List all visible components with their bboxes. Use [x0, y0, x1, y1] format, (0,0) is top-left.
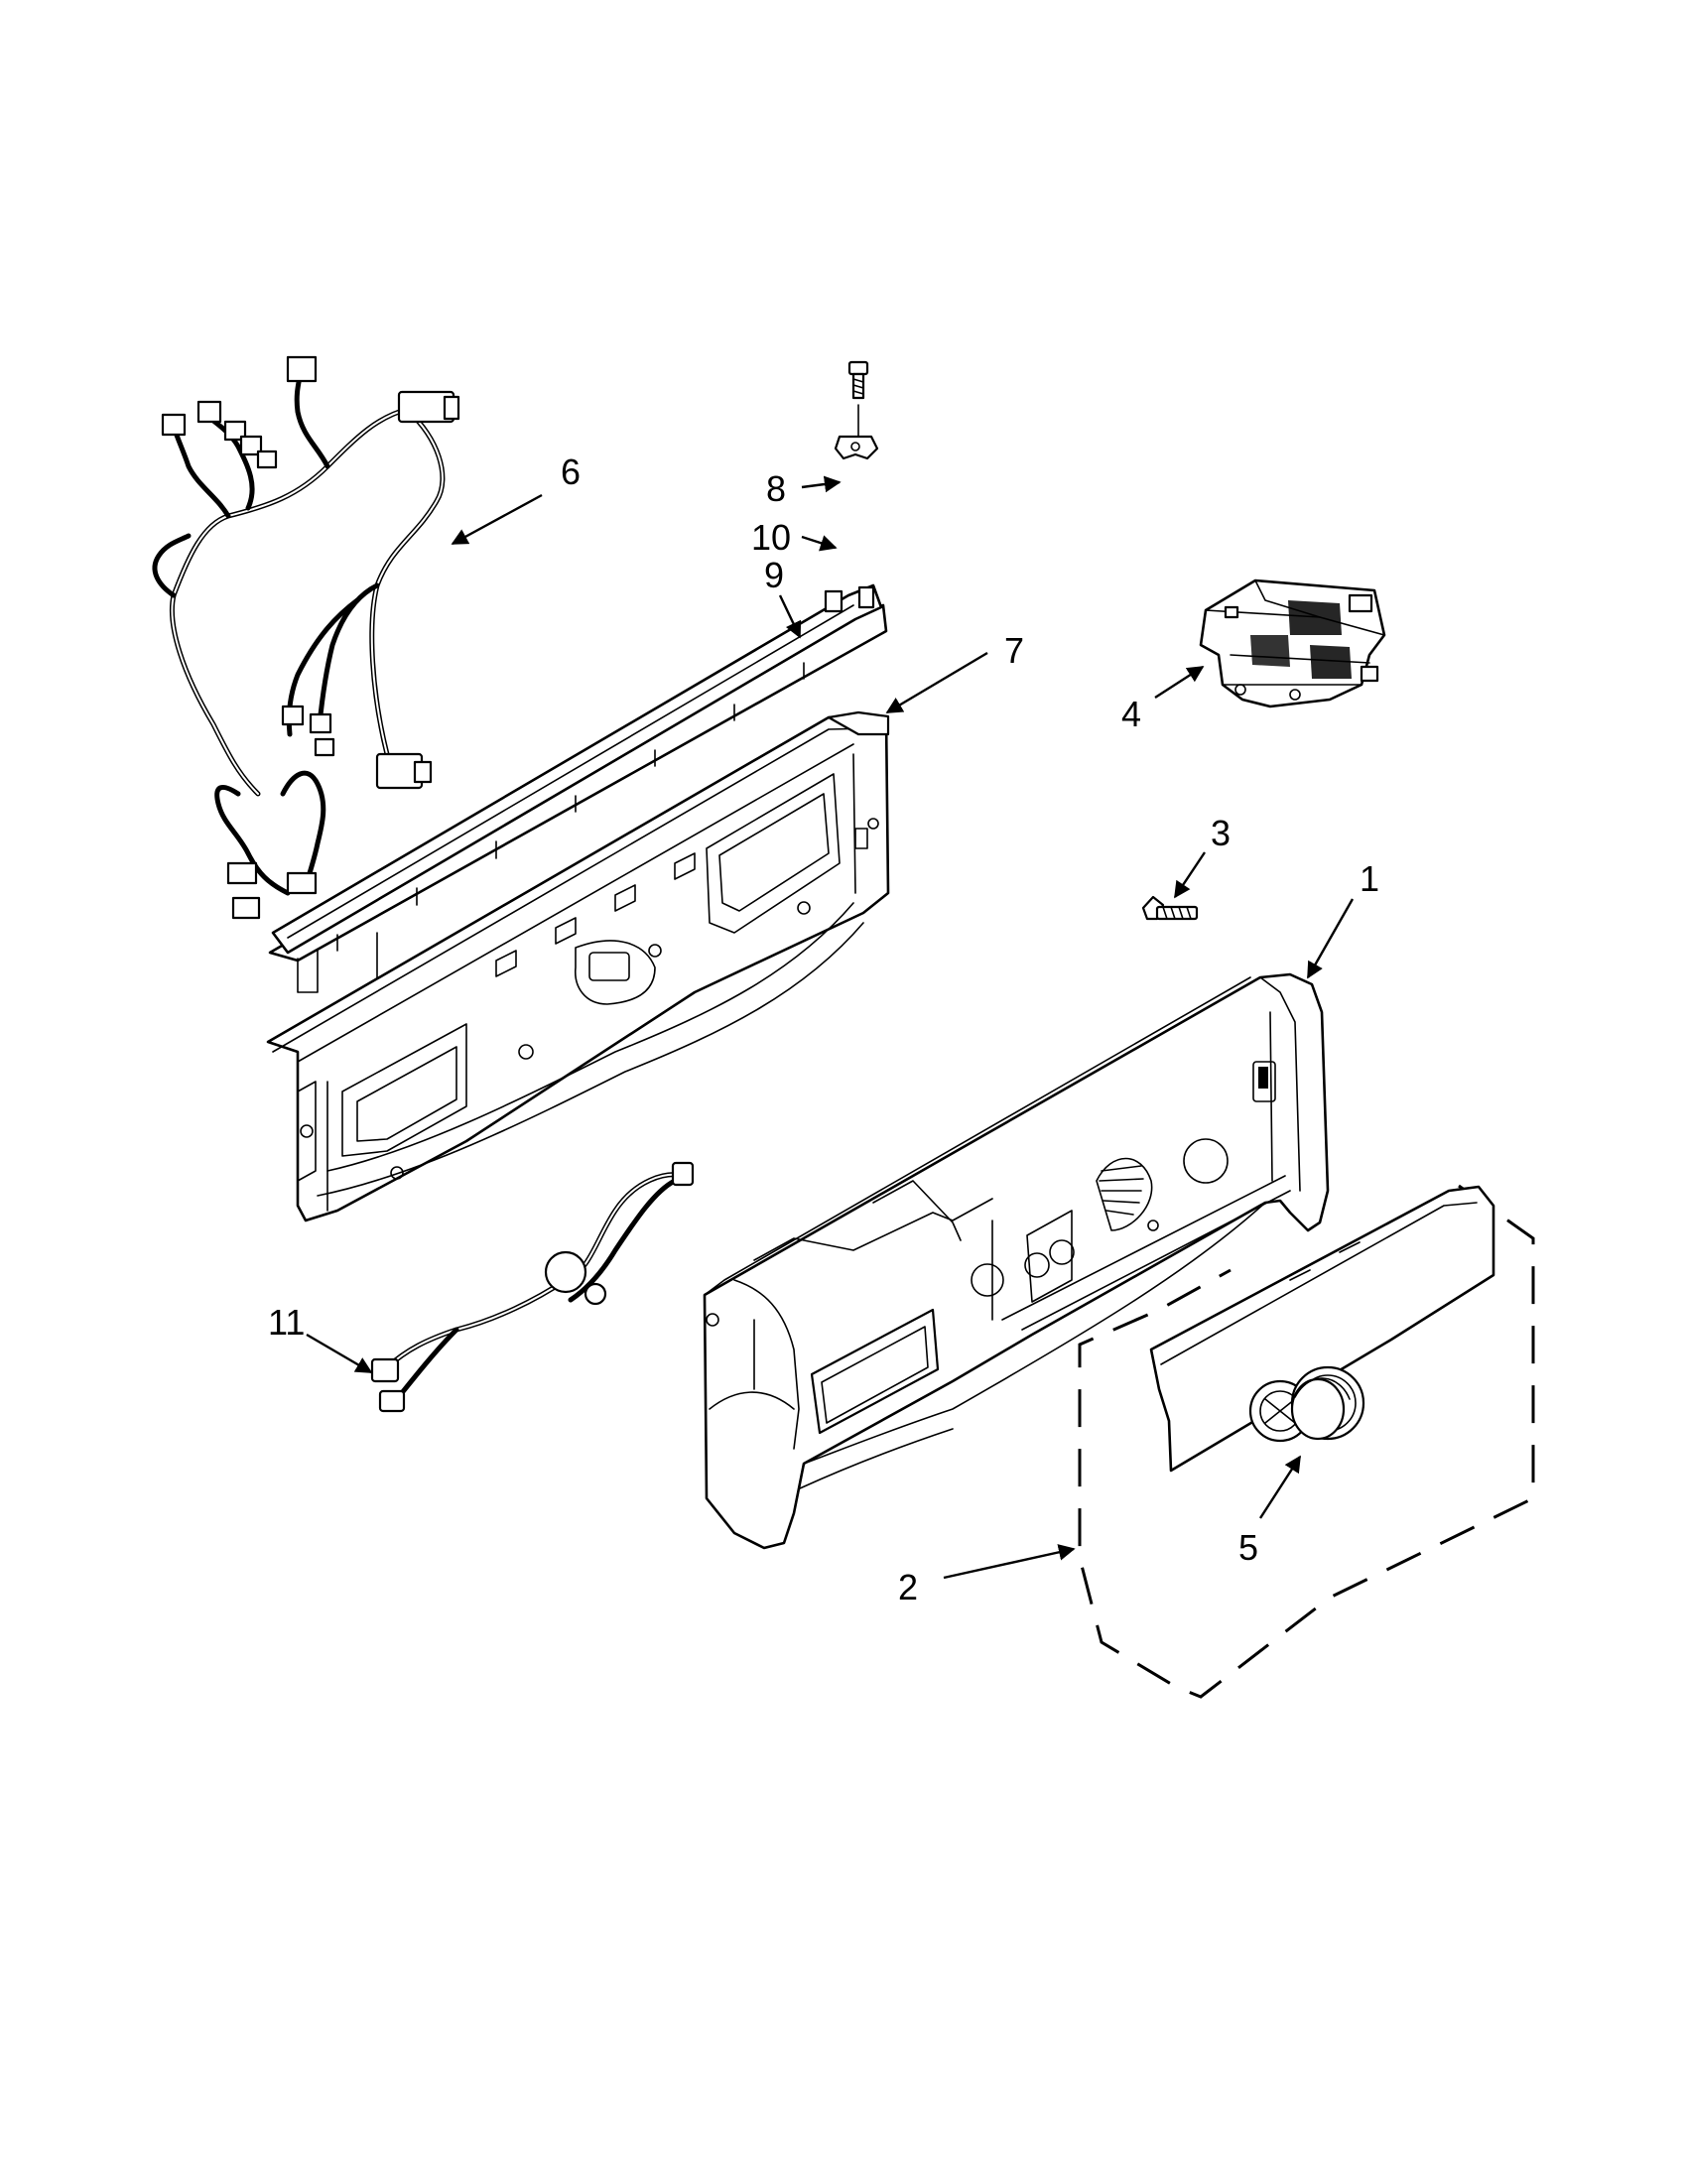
callout-7: 7	[1004, 630, 1024, 671]
wire-guide-icon	[268, 583, 888, 993]
callout-2: 2	[898, 1567, 918, 1607]
screw-icon	[847, 360, 869, 400]
callout-10: 10	[751, 517, 791, 558]
callout-9: 9	[764, 555, 784, 595]
console-icon	[703, 972, 1330, 1550]
callout-leaders	[306, 475, 1355, 1580]
clip-icon	[834, 435, 879, 460]
wire-harness-icon	[152, 355, 460, 920]
control-board-icon	[1199, 578, 1386, 708]
user-interface-assembly-icon	[1149, 1185, 1495, 1473]
wire-harness-icon	[370, 1161, 695, 1413]
console-bracket-icon	[266, 710, 890, 1222]
callout-11: 11	[268, 1302, 305, 1343]
screw-icon	[1141, 895, 1199, 921]
callout-labels: 6 8 10 9 7 4 3 1 11 2 5	[268, 451, 1379, 1607]
callout-5: 5	[1238, 1527, 1258, 1568]
assembly-boundary	[1078, 1184, 1535, 1699]
callout-8: 8	[766, 468, 786, 509]
callout-6: 6	[561, 451, 581, 492]
callout-1: 1	[1360, 858, 1379, 899]
callout-4: 4	[1121, 694, 1141, 734]
callout-3: 3	[1211, 813, 1231, 853]
